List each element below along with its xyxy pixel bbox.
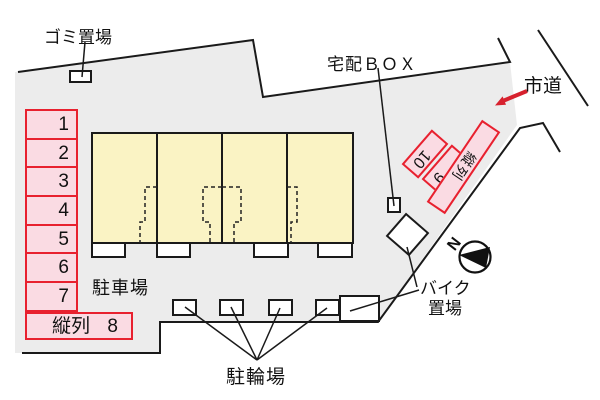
bicycle-rack: [219, 299, 244, 316]
stairs-dashed: [139, 186, 157, 243]
motorcycle-area-label-line2: 置場: [428, 299, 462, 318]
stall-number: 1: [58, 113, 69, 135]
stall-number: 8: [107, 315, 118, 337]
parking-stall-1: 1: [25, 109, 78, 140]
city-road-label: 市道: [524, 76, 563, 97]
bicycle-parking-label: 駐輪場: [226, 367, 287, 388]
motorcycle-area-label-line1: バイク: [420, 279, 471, 298]
garbage-area-label: ゴミ置場: [44, 28, 112, 47]
parking-stall-8-tandem: 縦列 8: [25, 312, 133, 340]
stall-number: 3: [58, 171, 69, 193]
building-porch: [253, 242, 289, 258]
stall-number: 6: [58, 257, 69, 279]
delivery-box: [387, 197, 401, 213]
stairs-dashed: [287, 186, 298, 243]
parking-stall-5: 5: [25, 223, 78, 255]
motorcycle-area-box: [339, 295, 380, 322]
parking-stall-7: 7: [25, 281, 78, 312]
parking-stall-4: 4: [25, 195, 78, 226]
bicycle-rack: [315, 299, 340, 316]
building-porch: [156, 242, 191, 258]
boundary-line-bottom: [22, 121, 561, 354]
stall-number: 4: [58, 199, 69, 221]
stall-number: 2: [58, 142, 69, 164]
bicycle-rack: [268, 299, 293, 316]
motorcycle-area-label: バイク 置場: [420, 279, 471, 319]
stall-number: 5: [58, 228, 69, 250]
boundary-line-top: [17, 37, 512, 99]
stall-number: 7: [58, 285, 69, 307]
delivery-box-label: 宅配ＢＯＸ: [327, 55, 417, 74]
parking-stall-column: 1 2 3 4 5 6 7: [25, 109, 78, 312]
parking-stall-2: 2: [25, 137, 78, 169]
garbage-area-box: [69, 70, 92, 83]
bicycle-rack: [172, 299, 197, 316]
car-parking-label: 駐車場: [92, 278, 149, 298]
road-edge-line: [537, 29, 589, 107]
building-porch: [91, 242, 126, 258]
tandem-label: 縦列: [52, 315, 91, 337]
parking-stall-6: 6: [25, 252, 78, 284]
building-porch: [317, 242, 353, 258]
parking-stall-3: 3: [25, 166, 78, 198]
